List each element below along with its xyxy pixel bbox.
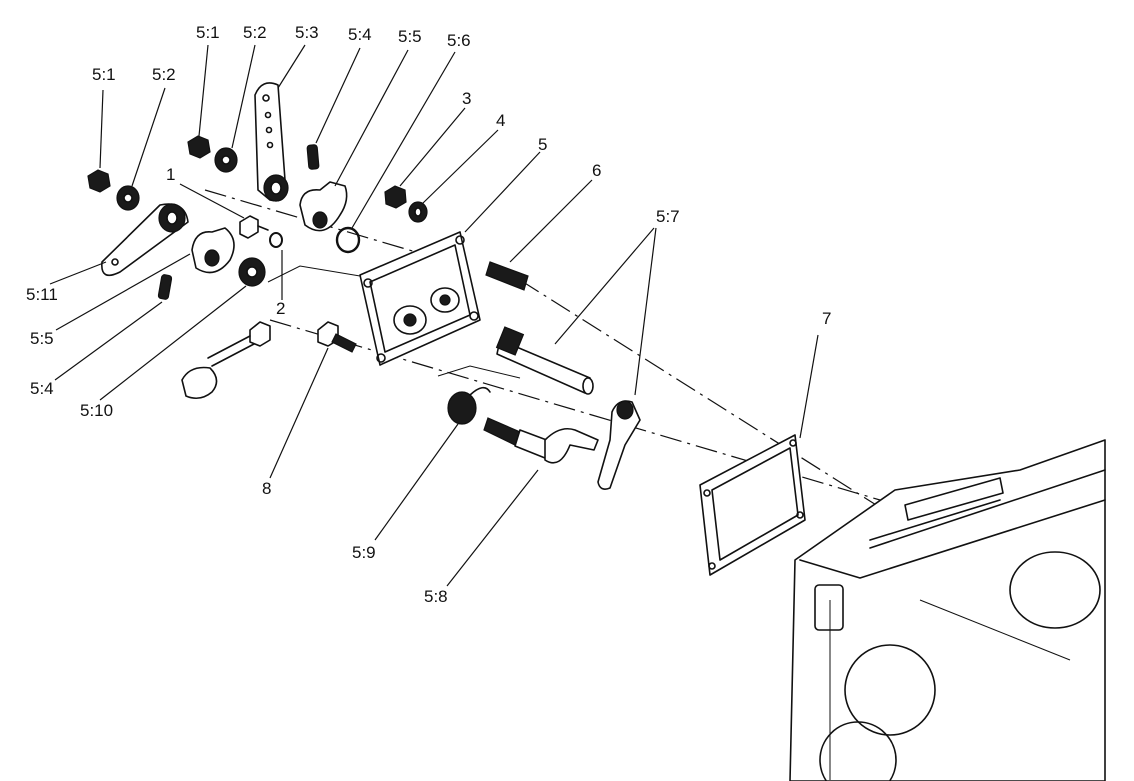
nut-part-3 — [384, 185, 407, 209]
lever-arm-part-5-3 — [254, 82, 289, 202]
callout-5-5-lower: 5:5 — [30, 329, 54, 348]
washer-part-2 — [269, 232, 283, 248]
link-part-5-7 — [597, 400, 641, 490]
washer-part-5-2-upper — [214, 147, 238, 173]
callout-5-3: 5:3 — [295, 23, 319, 42]
callout-5-9: 5:9 — [352, 543, 376, 562]
callout-4: 4 — [496, 111, 505, 130]
callout-5-4-upper: 5:4 — [348, 25, 372, 44]
shaft-part-5-7 — [495, 326, 594, 395]
leader-lines — [49, 44, 819, 587]
crank-part-5-8 — [483, 417, 599, 464]
washer-part-5-2-lower — [116, 185, 140, 211]
callout-5-6: 5:6 — [447, 31, 471, 50]
callout-5-7: 5:7 — [656, 207, 680, 226]
bearing-part-5-10 — [238, 257, 266, 287]
nut-part-5-1-lower — [87, 169, 111, 193]
callout-1: 1 — [166, 165, 175, 184]
spring-part-5-9 — [447, 386, 491, 425]
callout-labels: 5:1 5:2 5:1 5:2 5:3 5:4 5:5 5:6 3 4 5 6 … — [26, 23, 831, 606]
callout-3: 3 — [462, 89, 471, 108]
callout-2: 2 — [276, 299, 285, 318]
stud-part-6 — [485, 261, 529, 291]
washer-part-4 — [408, 201, 428, 223]
callout-5-2-upper: 5:2 — [243, 23, 267, 42]
nut-part-5-1-upper — [187, 135, 211, 159]
callout-5-1-upper: 5:1 — [196, 23, 220, 42]
screw-part-8 — [317, 321, 357, 353]
callout-5-8: 5:8 — [424, 587, 448, 606]
callout-5-4-lower: 5:4 — [30, 379, 54, 398]
adjusting-screw — [181, 321, 271, 400]
callout-7: 7 — [822, 309, 831, 328]
cam-part-5-5-upper — [299, 181, 348, 232]
callout-5-5-upper: 5:5 — [398, 27, 422, 46]
bolt-part-1 — [239, 215, 269, 239]
gasket-part-7 — [699, 434, 806, 576]
callout-6: 6 — [592, 161, 601, 180]
callout-5-10: 5:10 — [80, 401, 113, 420]
lever-part-5-11 — [101, 203, 189, 277]
pin-part-5-4-lower — [157, 274, 173, 300]
callout-5-1-lower: 5:1 — [92, 65, 116, 84]
callout-5-2-lower: 5:2 — [152, 65, 176, 84]
callout-5-11: 5:11 — [26, 285, 58, 304]
engine-block — [789, 439, 1106, 781]
oring-part-5-6 — [335, 226, 361, 254]
pin-part-5-4-upper — [306, 144, 320, 170]
callout-5: 5 — [538, 135, 547, 154]
callout-8: 8 — [262, 479, 271, 498]
housing-plate-part-5 — [359, 231, 481, 366]
cam-part-5-5-lower — [191, 227, 235, 274]
